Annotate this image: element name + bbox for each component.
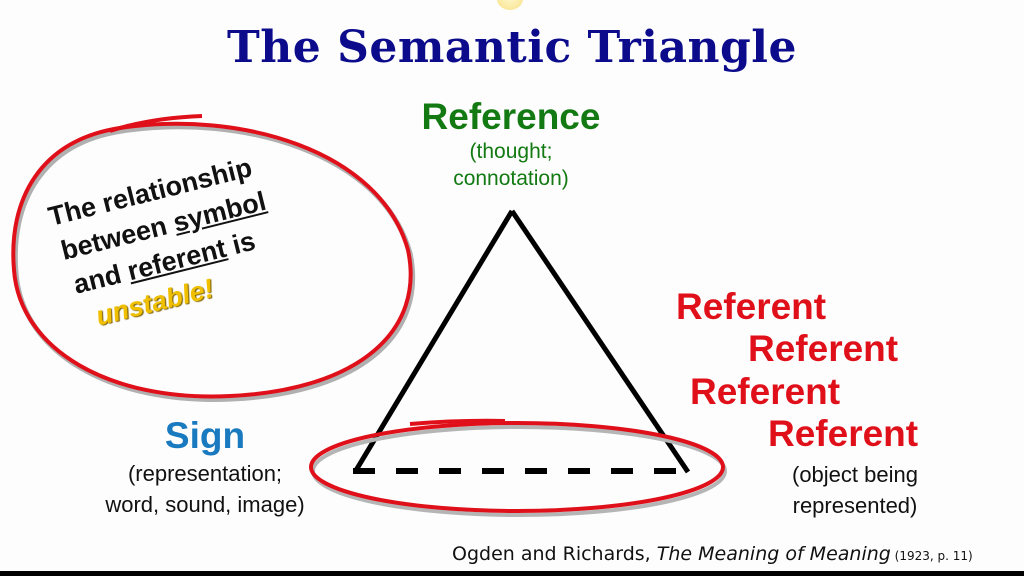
citation-detail: (1923, p. 11) bbox=[890, 549, 973, 563]
referent-label-3: Referent bbox=[690, 371, 841, 412]
slide-title: The Semantic Triangle bbox=[227, 22, 797, 73]
reference-sub-1: (thought; bbox=[469, 140, 553, 163]
citation: Ogden and Richards, The Meaning of Meani… bbox=[452, 543, 973, 565]
note-annotation-circle bbox=[11, 121, 413, 399]
citation-authors: Ogden and Richards, bbox=[452, 543, 657, 565]
referent-sub: (object being represented) bbox=[760, 459, 950, 521]
edge-reference-sign bbox=[352, 209, 515, 474]
referent-label-4: Referent bbox=[768, 413, 919, 454]
sign-sub-1: (representation; bbox=[127, 461, 283, 486]
sign-sub-2: word, sound, image) bbox=[105, 492, 305, 517]
referent-sub-1: (object being bbox=[792, 462, 918, 487]
base-annotation-stroke bbox=[409, 418, 506, 426]
reference-sub-2: connotation) bbox=[453, 167, 569, 190]
bottom-bar bbox=[0, 571, 1024, 576]
citation-work: The Meaning of Meaning bbox=[656, 543, 891, 565]
referent-sub-2: represented) bbox=[792, 493, 918, 518]
sign-label: Sign bbox=[164, 415, 246, 456]
reference-label: Reference bbox=[421, 96, 601, 137]
reference-node: Reference (thought; connotation) bbox=[380, 96, 642, 192]
referent-label-2: Referent bbox=[748, 328, 899, 369]
cursor-highlight bbox=[497, 0, 523, 10]
sign-node: Sign (representation; word, sound, image… bbox=[60, 414, 350, 520]
referent-label-1: Referent bbox=[676, 286, 827, 327]
edge-reference-referent bbox=[509, 209, 691, 474]
base-annotation-ellipse bbox=[309, 421, 725, 513]
note-annotation-stroke bbox=[109, 114, 203, 133]
